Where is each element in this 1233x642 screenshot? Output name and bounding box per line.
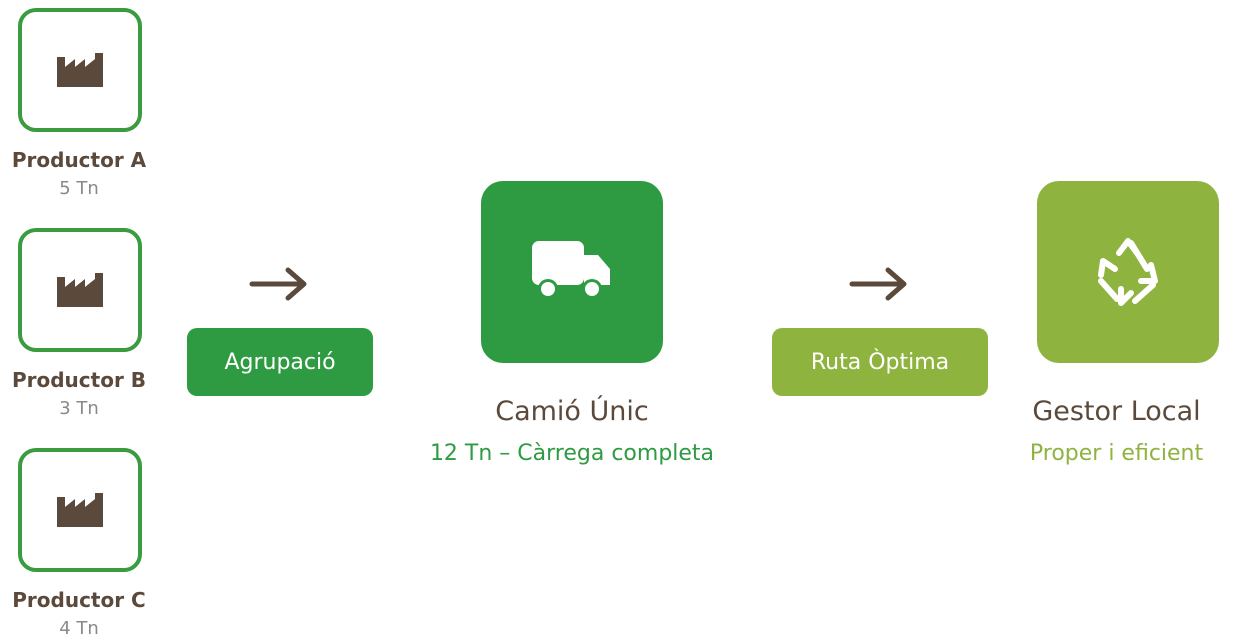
producer-c-qty: 4 Tn <box>59 618 99 639</box>
producer-a-box <box>18 8 142 132</box>
arrow-right-icon <box>849 267 907 301</box>
producer-a-name: Productor A <box>11 148 147 172</box>
producer-a: Productor A 5 Tn <box>0 8 158 204</box>
producer-b-qty: 3 Tn <box>59 398 99 419</box>
arrow-right-icon <box>249 267 307 301</box>
producer-c-box <box>18 448 142 572</box>
producer-c: Productor C 4 Tn <box>0 448 158 642</box>
factory-icon <box>57 493 103 527</box>
producer-b: Productor B 3 Tn <box>0 228 158 424</box>
producer-c-name: Productor C <box>12 588 146 612</box>
producer-b-box <box>18 228 142 352</box>
manager-subtitle: Proper i eficient <box>1029 441 1204 466</box>
truck-icon <box>532 241 610 299</box>
factory-icon <box>57 53 103 87</box>
truck-hub <box>481 181 663 363</box>
producer-a-qty: 5 Tn <box>59 178 99 199</box>
manager-title: Gestor Local <box>1032 396 1201 427</box>
truck-subtitle: 12 Tn – Càrrega completa <box>429 441 715 466</box>
route-badge: Ruta Òptima <box>772 328 988 396</box>
grouping-label: Agrupació <box>224 349 336 375</box>
grouping-badge: Agrupació <box>187 328 373 396</box>
factory-icon <box>57 273 103 307</box>
manager-hub <box>1037 181 1219 363</box>
recycle-icon <box>1098 238 1158 306</box>
route-label: Ruta Òptima <box>810 349 950 375</box>
truck-title: Camió Únic <box>495 396 649 427</box>
producer-b-name: Productor B <box>11 368 147 392</box>
